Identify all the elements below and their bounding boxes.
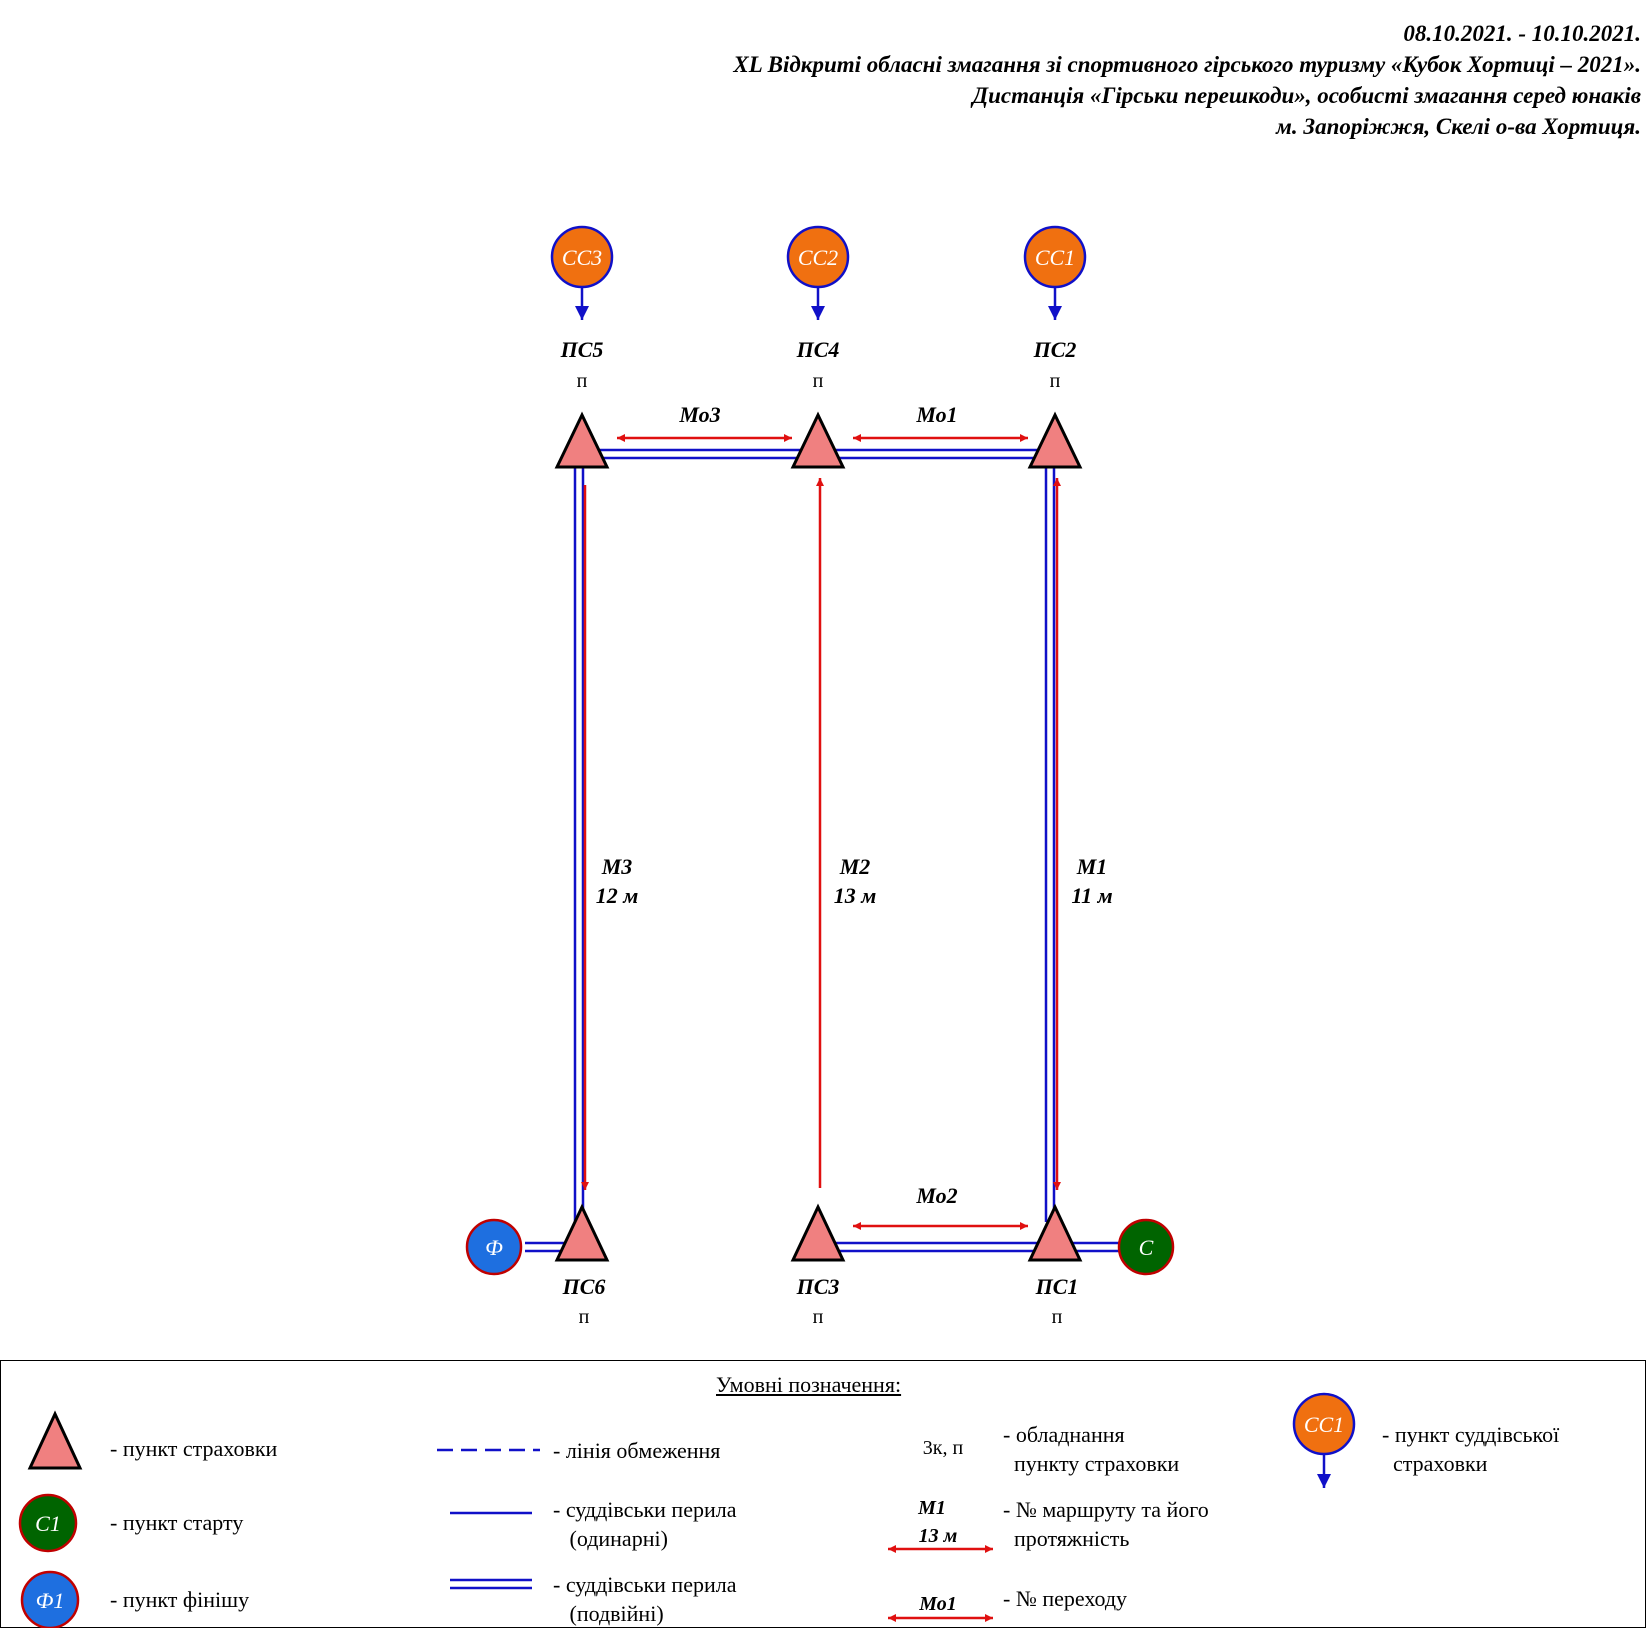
legend-start-icon-label: С1 (35, 1511, 61, 1536)
header-location: м. Запоріжжя, Скелі о-ва Хортиця. (1276, 114, 1641, 139)
transition-label-mo3: Мо3 (678, 402, 720, 427)
finish-label: Ф (485, 1235, 503, 1260)
distance-scheme: СС3 СС2 СС1 ПС5 п ПС4 п ПС2 п Мо3 Мо1 (465, 225, 1175, 1328)
finish-point: Ф (465, 1218, 523, 1276)
legend-judge-icon-label: СС1 (1304, 1412, 1344, 1437)
belay-equip-ps1: п (1052, 1306, 1063, 1328)
judge-label: СС1 (1035, 245, 1075, 270)
belay-name-ps3: ПС3 (796, 1274, 840, 1299)
page-header: 08.10.2021. - 10.10.2021. XL Відкриті об… (733, 18, 1641, 142)
double-rails-right (1044, 465, 1056, 1222)
legend-belay-point-text: - пункт страховки (110, 1436, 278, 1461)
belay-name-ps2: ПС2 (1033, 337, 1077, 362)
legend-finish-icon-label: Ф1 (36, 1588, 65, 1613)
legend-start-icon: С1 (18, 1493, 78, 1553)
route-length-m1: 11 м (1071, 883, 1112, 908)
legend-single-rails-text: - суддівськи перила (одинарні) (553, 1497, 737, 1551)
judge-point-cc3: СС3 (550, 225, 614, 320)
belay-triangle-ps5 (554, 411, 610, 469)
route-length-m3: 12 м (596, 883, 639, 908)
route-name-m3: М3 (601, 854, 633, 879)
judge-label: СС3 (562, 245, 602, 270)
legend-limit-line-text: - лінія обмеження (553, 1438, 721, 1463)
belay-triangle-ps6 (554, 1203, 610, 1262)
legend-route-text: - № маршруту та його протяжність (1003, 1497, 1209, 1551)
legend-start-point-text: - пункт старту (110, 1510, 244, 1535)
belay-triangle-ps3 (790, 1203, 846, 1262)
judge-label: СС2 (798, 245, 838, 270)
legend-icons: С1 Ф1 3к, п М1 13 м Мо1 СС1 (18, 1392, 1356, 1628)
belay-name-ps1: ПС1 (1035, 1274, 1079, 1299)
header-event: XL Відкриті обласні змагання зі спортивн… (733, 52, 1641, 77)
double-rails-left (573, 465, 585, 1222)
legend-judge-text: - пункт суддівської страховки (1382, 1422, 1560, 1476)
legend-finish-point-text: - пункт фінішу (110, 1587, 250, 1612)
transition-label-mo2: Мо2 (915, 1183, 957, 1208)
legend-belay-triangle-icon (27, 1410, 83, 1470)
legend-finish-icon: Ф1 (20, 1570, 80, 1628)
double-rails-bottom (818, 1241, 1145, 1253)
legend-double-rails-text: - суддівськи перила (подвійні) (553, 1572, 737, 1626)
legend-transition-text: - № переходу (1003, 1586, 1128, 1611)
legend-judge-icon: СС1 (1292, 1392, 1356, 1488)
legend-box (0, 1360, 1646, 1628)
header-discipline: Дистанція «Гірськи перешкоди», особисті … (972, 83, 1641, 108)
belay-name-ps4: ПС4 (796, 337, 840, 362)
legend-route-sample-name: М1 (917, 1497, 946, 1519)
belay-triangle-ps2 (1027, 411, 1083, 469)
transition-label-mo1: Мо1 (915, 402, 957, 427)
header-dates: 08.10.2021. - 10.10.2021. (1403, 21, 1641, 46)
belay-equip-ps5: п (577, 370, 588, 392)
legend-equip-text: - обладнання пункту страховки (1003, 1422, 1180, 1476)
belay-equip-ps4: п (813, 370, 824, 392)
legend-route-sample-len: 13 м (919, 1525, 958, 1547)
belay-equip-ps3: п (813, 1306, 824, 1328)
belay-equip-ps2: п (1050, 370, 1061, 392)
belay-name-ps5: ПС5 (560, 337, 604, 362)
belay-triangle-ps4 (790, 411, 846, 469)
belay-triangle-ps1 (1027, 1203, 1083, 1262)
judge-point-cc1: СС1 (1023, 225, 1087, 320)
legend-title: Умовні позначення: (716, 1372, 902, 1397)
legend-transition-sample: Мо1 (918, 1593, 957, 1615)
route-name-m1: М1 (1076, 854, 1108, 879)
belay-equip-ps6: п (579, 1306, 590, 1328)
route-length-m2: 13 м (834, 883, 877, 908)
belay-name-ps6: ПС6 (562, 1274, 606, 1299)
judge-point-cc2: СС2 (786, 225, 850, 320)
start-label: С (1139, 1235, 1154, 1260)
legend-equip-sample: 3к, п (923, 1437, 964, 1459)
route-name-m2: М2 (839, 854, 871, 879)
start-point: С (1117, 1218, 1175, 1276)
